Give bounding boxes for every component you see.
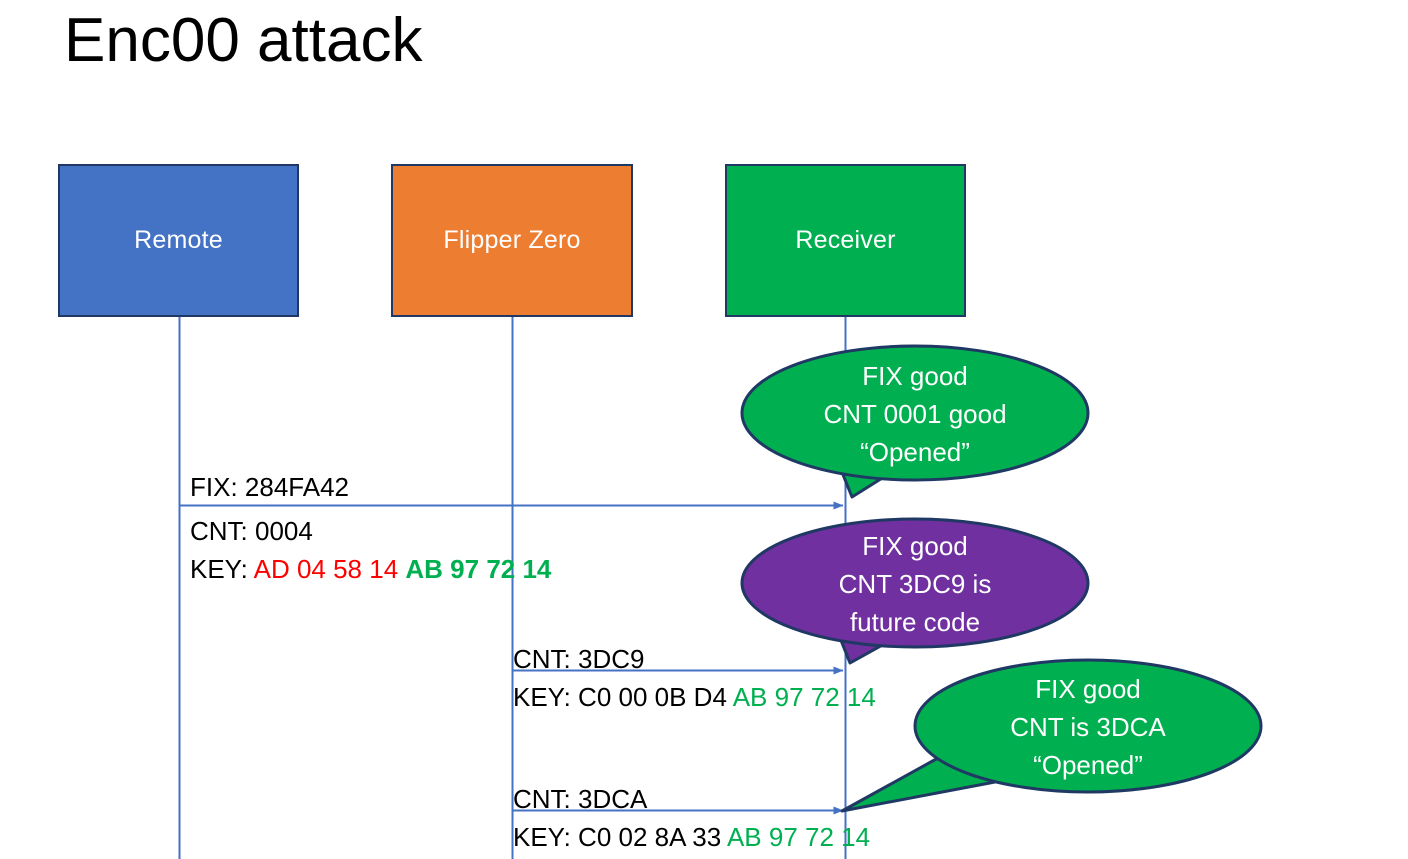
- callout-1-line-1: FIX good: [862, 361, 968, 391]
- key-prefix-flipper-1: KEY: C0 00 0B D4: [513, 682, 733, 712]
- callout-2-line-1: FIX good: [862, 531, 968, 561]
- message-label-remote-cnt: CNT: 0004: [190, 516, 313, 546]
- message-label-flipper-cnt-2: CNT: 3DCA: [513, 784, 648, 814]
- actor-box-remote[interactable]: Remote: [58, 164, 299, 317]
- callout-text-2: FIX good CNT 3DC9 is future code: [742, 527, 1088, 641]
- message-label-flipper-cnt-1: CNT: 3DC9: [513, 644, 645, 674]
- actor-label-flipper: Flipper Zero: [443, 226, 581, 254]
- actor-box-flipper[interactable]: Flipper Zero: [391, 164, 633, 317]
- callout-2-line-2: CNT 3DC9 is: [838, 569, 992, 599]
- message-label-flipper-key-2: KEY: C0 02 8A 33 AB 97 72 14: [513, 818, 870, 856]
- key-green-flipper-1: AB 97 72 14: [732, 682, 876, 712]
- callout-1-line-3: “Opened”: [860, 437, 970, 467]
- actor-label-receiver: Receiver: [795, 226, 896, 254]
- key-green-flipper-2: AB 97 72 14: [726, 822, 871, 852]
- callout-text-1: FIX good CNT 0001 good “Opened”: [742, 357, 1088, 471]
- callout-1-line-2: CNT 0001 good: [823, 399, 1007, 429]
- callout-text-3: FIX good CNT is 3DCA “Opened”: [915, 670, 1261, 784]
- callout-3-line-3: “Opened”: [1033, 750, 1143, 780]
- callout-3-line-2: CNT is 3DCA: [1010, 712, 1166, 742]
- message-label-remote-fix: FIX: 284FA42: [190, 472, 349, 502]
- key-red-remote: AD 04 58 14: [253, 554, 399, 584]
- key-prefix-flipper-2: KEY: C0 02 8A 33: [513, 822, 727, 852]
- actor-box-receiver[interactable]: Receiver: [725, 164, 966, 317]
- callout-2-line-3: future code: [849, 607, 981, 637]
- actor-label-remote: Remote: [134, 226, 223, 254]
- message-label-flipper-key-1: KEY: C0 00 0B D4 AB 97 72 14: [513, 678, 876, 716]
- callout-3-line-1: FIX good: [1035, 674, 1141, 704]
- key-prefix-remote: KEY:: [190, 554, 254, 584]
- key-green-remote: AB 97 72 14: [405, 554, 552, 584]
- message-label-remote-key: KEY: AD 04 58 14 AB 97 72 14: [190, 550, 551, 588]
- page-title: Enc00 attack: [64, 6, 423, 75]
